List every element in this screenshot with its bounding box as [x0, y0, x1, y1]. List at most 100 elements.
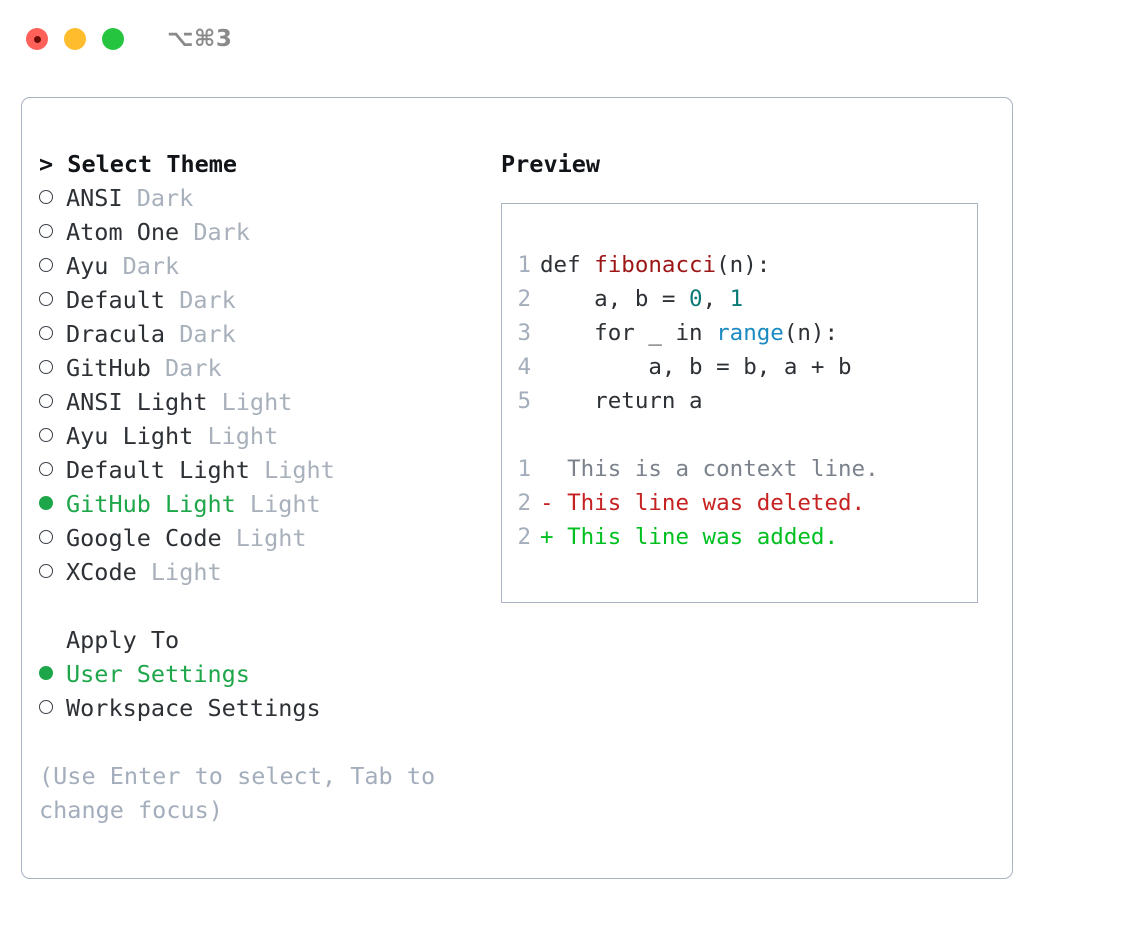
radio-unselected-icon [39, 215, 66, 249]
code-token-plain: (n): [716, 252, 771, 278]
theme-option[interactable]: Atom One Dark [39, 215, 485, 249]
radio-unselected-icon [39, 181, 66, 215]
select-theme-header: > Select Theme [39, 150, 238, 178]
apply-to-option-label: Workspace Settings [66, 694, 321, 722]
radio-unselected-icon [39, 351, 66, 385]
code-token-plain: (n): [783, 320, 839, 346]
theme-option-label: Atom One [66, 218, 180, 246]
code-token-plain: for _ in [540, 320, 717, 346]
radio-unselected-icon [39, 249, 66, 283]
theme-option[interactable]: GitHub Dark [39, 351, 485, 385]
apply-to-option-label: User Settings [66, 660, 250, 688]
theme-option-label: Default Light [66, 456, 250, 484]
theme-option-label: GitHub Light [66, 490, 236, 518]
radio-ring [39, 564, 53, 578]
code-token-plain: return a [540, 388, 703, 414]
line-number: 2 [517, 490, 531, 516]
code-line: 5 return a [502, 384, 977, 418]
apply-to-header: Apply To [66, 626, 180, 654]
theme-option-label: Ayu Light [66, 422, 194, 450]
theme-option[interactable]: ANSI Light Light [39, 385, 485, 419]
theme-option[interactable]: XCode Light [39, 555, 485, 589]
zoom-button[interactable] [102, 28, 124, 50]
radio-unselected-icon [39, 317, 66, 351]
code-line: 3 for _ in range(n): [502, 316, 977, 350]
code-token-fn: fibonacci [594, 252, 717, 278]
code-token-num: 0 [689, 286, 703, 312]
theme-option-label: XCode [66, 558, 137, 586]
preview-title: Preview [501, 150, 601, 178]
code-token-call: range [716, 320, 784, 346]
radio-ring [39, 428, 53, 442]
theme-option-variant: Light [235, 490, 321, 518]
radio-unselected-icon [39, 555, 66, 589]
theme-option-variant: Dark [165, 286, 236, 314]
theme-option-variant: Light [249, 456, 335, 484]
radio-ring [39, 326, 53, 340]
close-button[interactable] [26, 28, 48, 50]
theme-option-label: Dracula [66, 320, 166, 348]
theme-option-label: GitHub [66, 354, 151, 382]
apply-to-option[interactable]: User Settings [39, 657, 485, 691]
code-sample: 1 def fibonacci(n): 2 a, b = 0, 1 3 for _ i… [502, 248, 977, 418]
radio-ring [39, 462, 53, 476]
theme-option-variant: Light [221, 524, 307, 552]
theme-option-variant: Light [207, 388, 293, 416]
theme-option-variant: Light [193, 422, 279, 450]
keyboard-hint: (Use Enter to select, Tab to change focu… [39, 762, 436, 824]
theme-option[interactable]: Ayu Dark [39, 249, 485, 283]
keyboard-shortcut-label: ⌥⌘3 [167, 26, 233, 52]
code-token-plain: a, b = [540, 286, 690, 312]
theme-option[interactable]: Google Code Light [39, 521, 485, 555]
code-token-plain: def [540, 252, 595, 278]
diff-line: 2+ This line was added. [502, 520, 977, 554]
theme-option-label: ANSI Light [66, 388, 208, 416]
line-number: 5 [517, 388, 531, 414]
radio-selected-icon [39, 657, 66, 691]
radio-ring [39, 700, 53, 714]
line-number: 2 [517, 286, 531, 312]
theme-option[interactable]: Ayu Light Light [39, 419, 485, 453]
code-spacer [502, 418, 977, 452]
theme-option[interactable]: Default Light Light [39, 453, 485, 487]
theme-option-variant: Dark [122, 184, 194, 212]
theme-option[interactable]: ANSI Dark [39, 181, 485, 215]
diff-line: 1 This is a context line. [502, 452, 977, 486]
theme-option-variant: Dark [150, 354, 222, 382]
theme-option[interactable]: GitHub Light Light [39, 487, 485, 521]
radio-unselected-icon [39, 521, 66, 555]
radio-ring [39, 292, 53, 306]
radio-dot [39, 496, 53, 510]
code-line: 1 def fibonacci(n): [502, 248, 977, 282]
theme-option-variant: Dark [179, 218, 250, 246]
code-token-plain: a, b = b, a + b [540, 354, 852, 380]
traffic-light-group [26, 28, 124, 50]
diff-sample: 1 This is a context line. 2 - This line wa… [502, 452, 977, 554]
radio-selected-icon [39, 487, 66, 521]
theme-option[interactable]: Dracula Dark [39, 317, 485, 351]
radio-dot [39, 666, 53, 680]
diff-line: 2 - This line was deleted. [502, 486, 977, 520]
code-token-plain: , [702, 286, 730, 312]
line-number: 1 [517, 252, 531, 278]
diff-text-add: + This line was added. [540, 524, 839, 550]
apply-to-option[interactable]: Workspace Settings [39, 691, 485, 725]
radio-unselected-icon [39, 283, 66, 317]
theme-option-label: ANSI [66, 184, 123, 212]
theme-option[interactable]: Default Dark [39, 283, 485, 317]
minimize-button[interactable] [64, 28, 86, 50]
radio-ring [39, 224, 53, 238]
diff-text-del: - This line was deleted. [540, 490, 866, 516]
radio-unselected-icon [39, 385, 66, 419]
line-number: 1 [517, 456, 531, 482]
theme-option-variant: Light [136, 558, 222, 586]
radio-unselected-icon [39, 453, 66, 487]
radio-ring [39, 394, 53, 408]
radio-ring [39, 360, 53, 374]
